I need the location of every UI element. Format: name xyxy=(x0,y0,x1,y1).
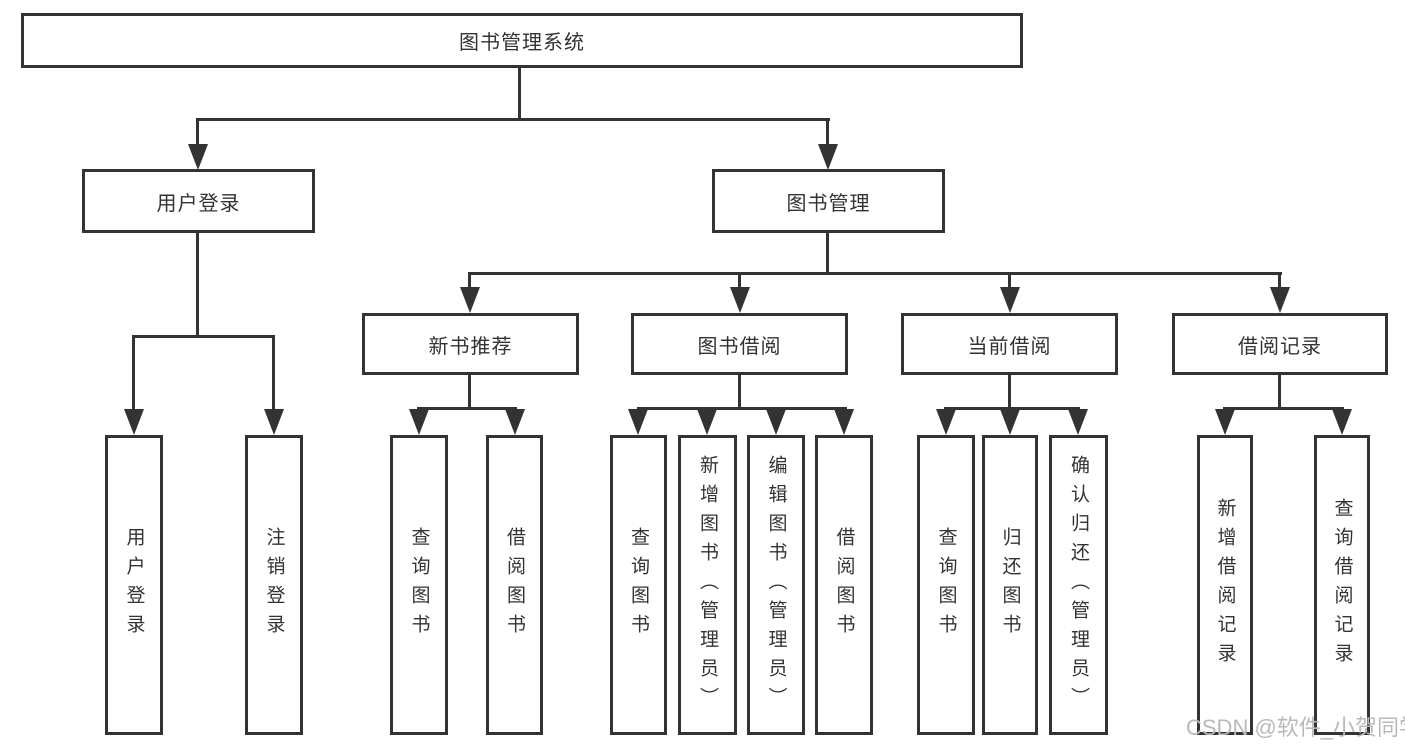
node-borrowing-records: 借阅记录 xyxy=(1172,313,1388,375)
connector-level3-drop xyxy=(1278,272,1281,290)
leaf-edit-book-admin: 编辑图书（管理员） xyxy=(747,435,805,735)
leaf-edit-book-admin-label: 编辑图书（管理员） xyxy=(765,454,787,716)
connector-level3-drop xyxy=(468,272,471,290)
connector-bookmgmt-branch xyxy=(468,272,1282,275)
leaf-query-books-borrowing: 查询图书 xyxy=(610,435,667,735)
arrowhead-level3 xyxy=(1000,287,1020,313)
arrowhead-leaf xyxy=(264,409,284,435)
leaf-user-login: 用户登录 xyxy=(105,435,163,735)
arrowhead-leaf xyxy=(834,409,854,435)
node-root-label: 图书管理系统 xyxy=(459,32,585,54)
arrowhead-leaf xyxy=(628,409,648,435)
node-root: 图书管理系统 xyxy=(21,13,1023,68)
connector-currentborrowing-stem xyxy=(1008,375,1011,410)
leaf-add-book-admin-label: 新增图书（管理员） xyxy=(697,454,718,716)
connector-bookmgmt-stem xyxy=(826,233,829,275)
arrowhead-leaf xyxy=(766,409,786,435)
arrowhead-leaf xyxy=(1332,409,1352,435)
arrowhead-level3 xyxy=(460,287,480,313)
leaf-confirm-return-admin: 确认归还（管理员） xyxy=(1049,435,1108,735)
connector-root-stem xyxy=(518,68,521,121)
node-current-borrowing-label: 当前借阅 xyxy=(967,335,1052,358)
node-book-borrowing-label: 图书借阅 xyxy=(697,335,782,358)
leaf-query-books-current: 查询图书 xyxy=(917,435,975,735)
leaf-return-books: 归还图书 xyxy=(982,435,1038,735)
leaf-query-books-newrec-label: 查询图书 xyxy=(408,527,430,643)
leaf-borrow-books-borrowing-label: 借阅图书 xyxy=(833,527,855,643)
leaf-query-borrow-record: 查询借阅记录 xyxy=(1314,435,1370,735)
leaf-borrow-books-borrowing: 借阅图书 xyxy=(815,435,873,735)
leaf-add-book-admin: 新增图书（管理员） xyxy=(678,435,737,735)
arrowhead-leaf xyxy=(409,409,429,435)
connector-bookmgmt-drop xyxy=(826,118,829,148)
arrowhead-leaf xyxy=(1068,409,1088,435)
connector-borrowrecords-branch xyxy=(1223,407,1344,410)
connector-root-branch xyxy=(196,118,830,121)
arrowhead-level3 xyxy=(730,287,750,313)
connector-newbookrec-branch xyxy=(417,407,517,410)
node-user-login-label: 用户登录 xyxy=(156,192,241,215)
leaf-query-books-borrowing-label: 查询图书 xyxy=(628,527,649,643)
connector-bookborrowing-stem xyxy=(738,375,741,410)
node-current-borrowing: 当前借阅 xyxy=(901,313,1118,375)
connector-borrowrecords-stem xyxy=(1278,375,1281,410)
leaf-borrow-books-newrec-label: 借阅图书 xyxy=(504,527,525,643)
arrowhead-leaf xyxy=(1215,409,1235,435)
connector-bookborrowing-branch xyxy=(637,407,847,410)
arrowhead-leaf xyxy=(936,409,956,435)
connector-leaf-drop xyxy=(272,335,275,413)
node-borrowing-records-label: 借阅记录 xyxy=(1238,335,1322,358)
arrowhead-leaf xyxy=(697,409,717,435)
leaf-query-borrow-record-label: 查询借阅记录 xyxy=(1331,498,1353,672)
node-book-borrowing: 图书借阅 xyxy=(631,313,848,375)
leaf-query-books-current-label: 查询图书 xyxy=(935,527,957,643)
csdn-watermark: CSDN @软件_小贺同学 xyxy=(1186,715,1405,740)
leaf-add-borrow-record: 新增借阅记录 xyxy=(1197,435,1253,735)
arrowhead-userlogin xyxy=(188,144,208,170)
connector-userlogin-drop xyxy=(196,118,199,148)
leaf-user-login-label: 用户登录 xyxy=(123,527,145,643)
leaf-add-borrow-record-label: 新增借阅记录 xyxy=(1214,498,1236,672)
connector-level3-drop xyxy=(738,272,741,290)
connector-level3-drop xyxy=(1008,272,1011,290)
connector-newbookrec-stem xyxy=(468,375,471,410)
arrowhead-level3 xyxy=(1270,287,1290,313)
leaf-borrow-books-newrec: 借阅图书 xyxy=(486,435,543,735)
connector-userlogin-branch xyxy=(132,335,275,338)
connector-userlogin-stem xyxy=(196,233,199,335)
node-book-management: 图书管理 xyxy=(712,169,945,233)
arrowhead-leaf xyxy=(124,409,144,435)
arrowhead-leaf xyxy=(505,409,525,435)
node-book-management-label: 图书管理 xyxy=(786,192,871,215)
leaf-logout-label: 注销登录 xyxy=(263,527,285,643)
node-new-book-recommend-label: 新书推荐 xyxy=(428,335,513,358)
connector-leaf-drop xyxy=(132,335,135,413)
node-new-book-recommend: 新书推荐 xyxy=(362,313,579,375)
leaf-return-books-label: 归还图书 xyxy=(999,527,1021,643)
arrowhead-bookmgmt xyxy=(818,144,838,170)
connector-currentborrowing-branch xyxy=(944,407,1080,410)
leaf-query-books-newrec: 查询图书 xyxy=(390,435,448,735)
node-user-login: 用户登录 xyxy=(82,169,315,233)
leaf-logout: 注销登录 xyxy=(245,435,303,735)
arrowhead-leaf xyxy=(1000,409,1020,435)
leaf-confirm-return-admin-label: 确认归还（管理员） xyxy=(1068,454,1089,716)
